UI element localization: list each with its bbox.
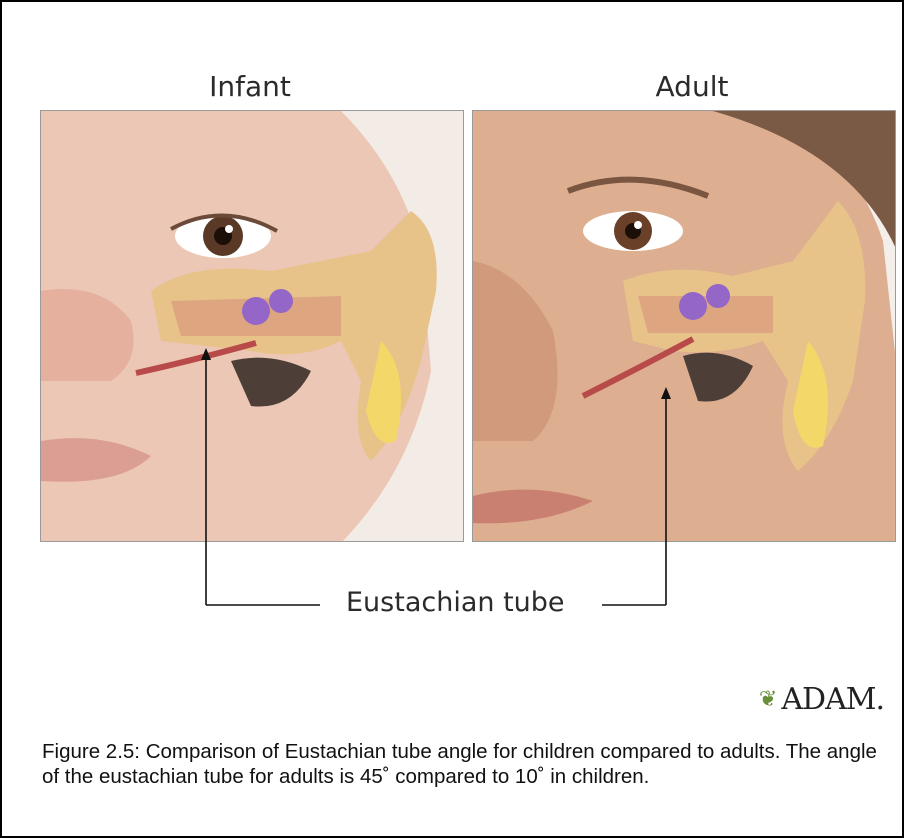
adam-leaf-icon: ❦ — [759, 687, 776, 712]
logo-text: ADAM. — [781, 682, 884, 717]
figure-caption: Figure 2.5: Comparison of Eustachian tub… — [42, 739, 894, 789]
eustachian-tube-label: Eustachian tube — [342, 587, 569, 618]
adam-logo: ❦ ADAM. — [759, 682, 884, 717]
